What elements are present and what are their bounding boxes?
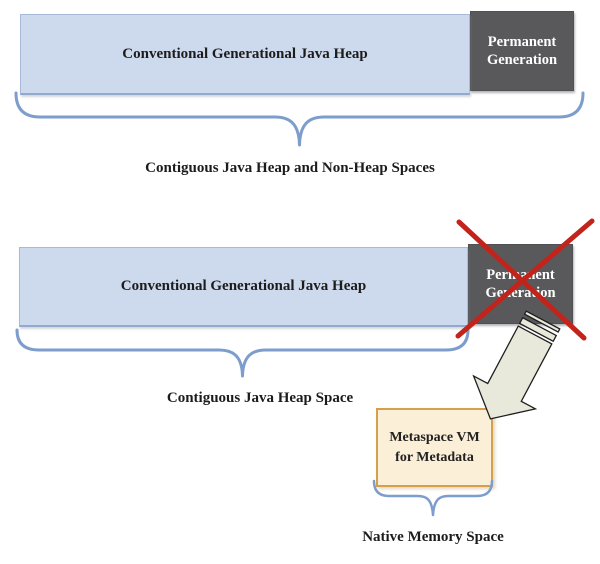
metaspace-label: Metaspace VM for Metadata <box>389 429 480 465</box>
permgen-label-before: Permanent Generation <box>486 34 558 68</box>
brace-heap-space <box>15 328 470 378</box>
brace-heap-and-nonheap <box>14 91 585 147</box>
heap-label-after: Conventional Generational Java Heap <box>120 278 367 294</box>
migration-arrow-icon <box>472 310 561 420</box>
brace-native-memory <box>372 479 494 517</box>
metaspace-box: Metaspace VM for Metadata <box>376 408 493 487</box>
heap-label-before: Conventional Generational Java Heap <box>122 45 368 62</box>
red-cross-icon <box>455 218 595 341</box>
heap-bar-after: Conventional Generational Java Heap <box>19 247 468 327</box>
caption-before: Contiguous Java Heap and Non-Heap Spaces <box>145 160 435 176</box>
permgen-box-before: Permanent Generation <box>470 11 574 91</box>
caption-native-memory: Native Memory Space <box>362 529 504 545</box>
heap-bar-before: Conventional Generational Java Heap <box>20 14 470 95</box>
caption-after: Contiguous Java Heap Space <box>166 390 354 406</box>
